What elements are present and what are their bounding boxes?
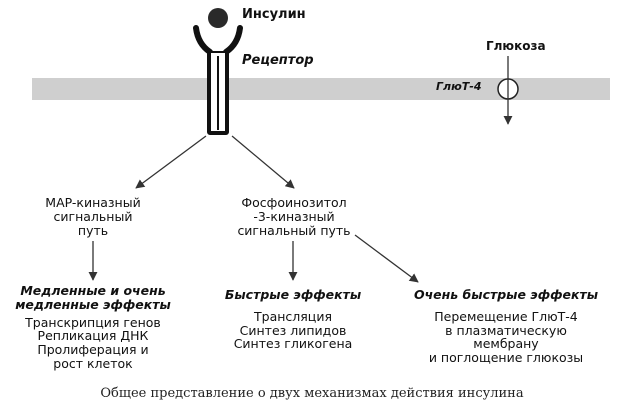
map-pathway-line: сигнальный bbox=[53, 208, 133, 224]
glut4-label: ГлюТ-4 bbox=[436, 80, 482, 93]
insulin-label: Инсулин bbox=[242, 7, 306, 22]
arrow-receptor-to-map bbox=[135, 135, 207, 189]
receptor-shape bbox=[193, 25, 243, 135]
glucose-label: Глюкоза bbox=[486, 39, 546, 53]
fast-effects-title: Быстрые эффекты bbox=[224, 287, 362, 302]
very-fast-effect-item: в плазматическую bbox=[445, 322, 567, 338]
fast-effect-item: Трансляция bbox=[254, 308, 332, 324]
pi3k-pathway: Фосфоинозитол -3-киназный сигнальный пут… bbox=[237, 196, 350, 237]
fast-effect-item: Синтез липидов bbox=[239, 322, 347, 338]
insulin-molecule bbox=[208, 8, 228, 28]
slow-effects-block: Медленные и очень медленные эффекты Тран… bbox=[15, 284, 171, 371]
slow-effect-item: Репликация ДНК bbox=[37, 328, 149, 344]
pi3k-pathway-line: -3-киназный bbox=[253, 208, 335, 224]
pi3k-pathway-line: Фосфоинозитол bbox=[241, 195, 347, 210]
figure-caption: Общее представление о двух механизмах де… bbox=[100, 386, 524, 401]
map-kinase-pathway: MAP-киназный сигнальный путь bbox=[45, 196, 140, 237]
very-fast-effects-block: Очень быстрые эффекты Перемещение ГлюТ-4… bbox=[414, 288, 598, 365]
very-fast-effect-item: и поглощение глюкозы bbox=[428, 350, 584, 365]
very-fast-effect-item: Перемещение ГлюТ-4 bbox=[434, 308, 578, 324]
slow-effects-title: Медленные и очень bbox=[20, 283, 166, 298]
slow-effect-item: Пролиферация и bbox=[37, 342, 149, 357]
fast-effects-block: Быстрые эффекты Трансляция Синтез липидо… bbox=[225, 288, 361, 351]
very-fast-effects-title: Очень быстрые эффекты bbox=[413, 287, 599, 302]
slow-effects-title: медленные эффекты bbox=[15, 296, 171, 312]
slow-effect-item: Транскрипция генов bbox=[25, 314, 161, 330]
pi3k-pathway-line: сигнальный путь bbox=[237, 222, 351, 238]
map-pathway-line: MAP-киназный bbox=[45, 195, 141, 210]
receptor-label: Рецептор bbox=[242, 53, 314, 68]
map-pathway-line: путь bbox=[77, 222, 109, 238]
slow-effect-item: рост клеток bbox=[53, 355, 133, 371]
arrow-receptor-to-pi3k bbox=[231, 135, 295, 189]
arrow-pi3k-to-very-fast bbox=[354, 234, 419, 283]
very-fast-effect-item: мембрану bbox=[473, 336, 539, 352]
cell-membrane bbox=[32, 78, 610, 100]
fast-effect-item: Синтез гликогена bbox=[233, 336, 353, 352]
